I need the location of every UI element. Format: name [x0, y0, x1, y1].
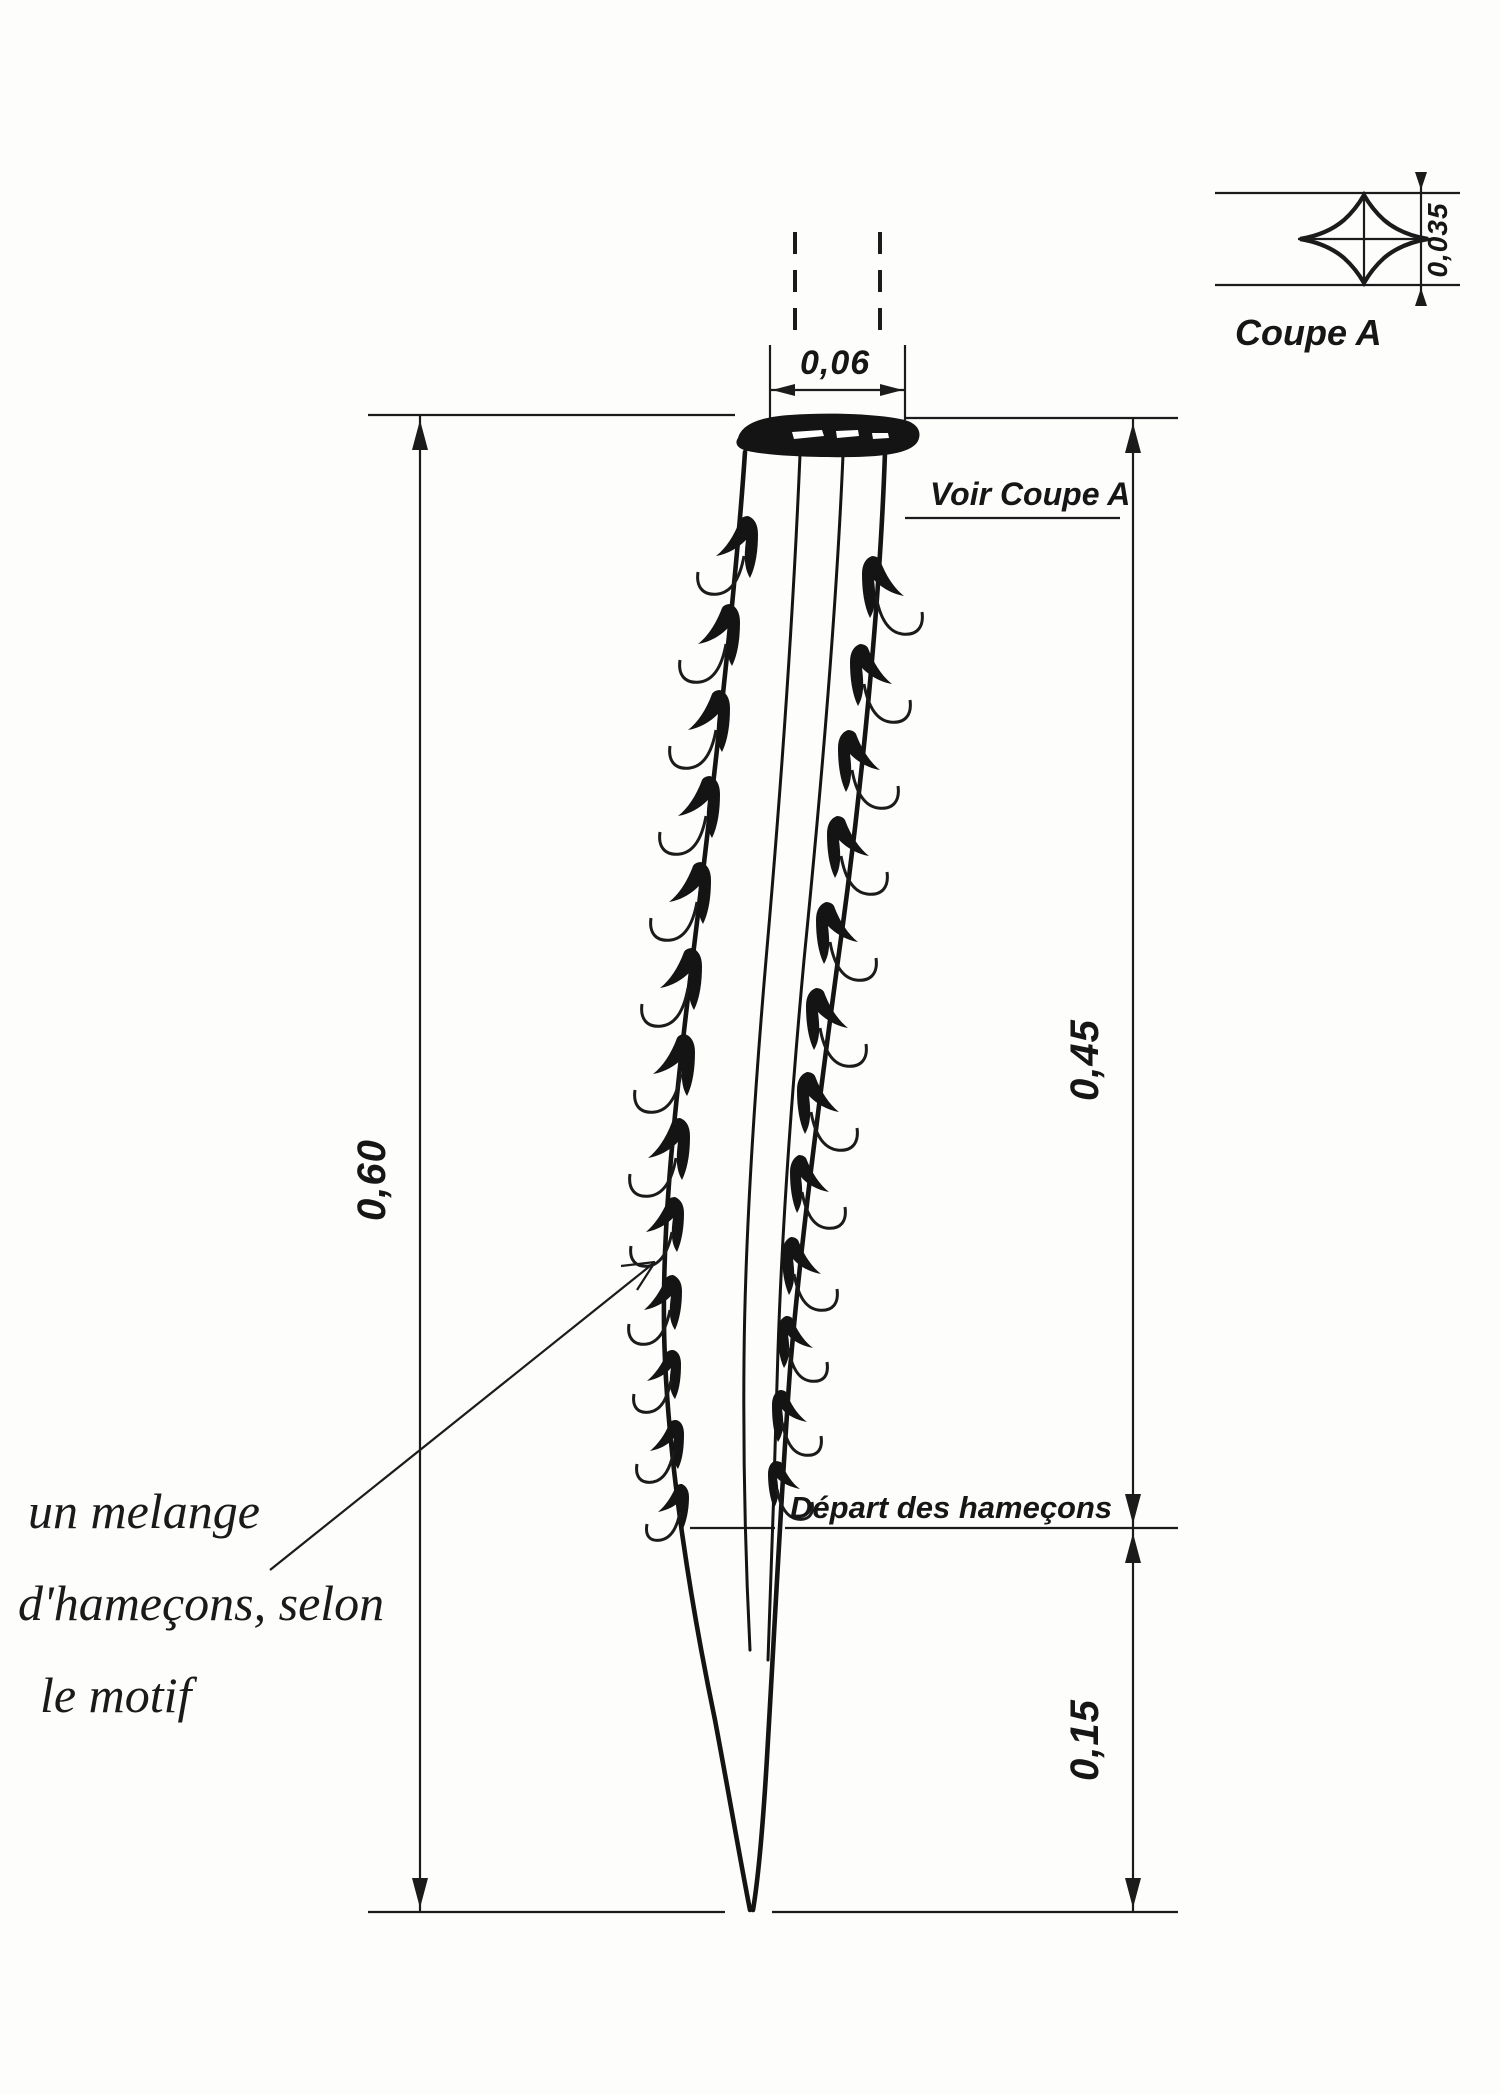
hook-right	[827, 816, 889, 896]
coupe-a-title: Coupe A	[1235, 312, 1382, 353]
hook-left	[658, 776, 720, 856]
hooks-right-group	[768, 556, 924, 1521]
lure-right-edge	[750, 449, 888, 1913]
overall-length-arrow-top	[412, 420, 428, 450]
head-cap-highlight-2	[836, 430, 859, 438]
head-width-dimension: 0,06	[768, 232, 907, 420]
lure-inner-line-1	[742, 453, 802, 1652]
hooked-section-arrow-bottom	[1125, 1494, 1141, 1524]
lure-left-edge	[661, 449, 753, 1913]
tail-section-arrow-bottom	[1125, 1878, 1141, 1908]
hooked-section-value: 0,45	[1063, 1019, 1107, 1101]
annotation-line-2: d'hameçons, selon	[18, 1575, 384, 1631]
hook-right	[816, 902, 878, 982]
hook-right	[850, 644, 912, 724]
head-width-arrow-left	[772, 384, 795, 396]
head-cap-highlight-1	[792, 430, 824, 439]
handwritten-annotation: un melange d'hameçons, selon le motif	[18, 1483, 384, 1723]
annotation-leader-line	[269, 1261, 656, 1571]
hook-left	[640, 948, 702, 1028]
hook-left	[627, 1275, 682, 1346]
lure-body	[661, 413, 920, 1913]
hook-right	[838, 730, 900, 810]
head-width-value: 0,06	[800, 344, 870, 382]
annotation-leader-arrowhead	[620, 1260, 656, 1291]
hooked-section-arrow-top	[1125, 423, 1141, 453]
hook-left	[696, 516, 758, 596]
lure-head-cap	[736, 413, 920, 458]
hook-left	[668, 690, 730, 770]
hook-right	[778, 1316, 829, 1383]
tail-section-arrow-top	[1125, 1533, 1141, 1563]
annotation-leader	[269, 1260, 656, 1571]
head-cap-highlight-3	[872, 433, 889, 439]
hook-left	[633, 1034, 695, 1114]
section-thickness-value: 0,035	[1422, 202, 1453, 277]
annotation-line-1: un melange	[28, 1483, 260, 1539]
hook-left	[645, 1484, 689, 1542]
tail-section-value: 0,15	[1063, 1699, 1107, 1781]
head-width-arrow-right	[880, 384, 903, 396]
hooked-section-dimension: 0,45	[1063, 418, 1141, 1528]
hooks-left-group	[627, 516, 758, 1542]
coupe-a-arrow-up	[1415, 172, 1427, 190]
hook-right	[790, 1155, 847, 1230]
hook-left	[649, 862, 711, 942]
hook-right	[782, 1237, 839, 1312]
coupe-a-detail: 0,035 Coupe A	[1215, 172, 1460, 353]
coupe-a-arrow-down	[1415, 288, 1427, 306]
hook-left	[635, 1420, 684, 1484]
hooks-start-label: Départ des hameçons	[790, 1490, 1112, 1525]
hook-left	[629, 1197, 684, 1268]
see-section-label: Voir Coupe A	[930, 476, 1130, 512]
hook-left	[628, 1118, 690, 1198]
overall-length-value: 0,60	[350, 1139, 394, 1221]
annotation-line-3: le motif	[40, 1667, 197, 1723]
tail-section-dimension: 0,15	[1063, 1528, 1141, 1912]
hook-left	[632, 1350, 681, 1414]
hook-right	[768, 1461, 814, 1521]
hook-right	[806, 988, 868, 1068]
hook-right	[862, 556, 924, 636]
hook-right	[772, 1390, 823, 1457]
overall-length-dimension: 0,60	[350, 415, 428, 1912]
overall-length-arrow-bottom	[412, 1878, 428, 1908]
hook-left	[678, 604, 740, 684]
hook-right	[797, 1072, 859, 1152]
drawing-text-labels: Voir Coupe A Départ des hameçons	[790, 476, 1130, 1525]
